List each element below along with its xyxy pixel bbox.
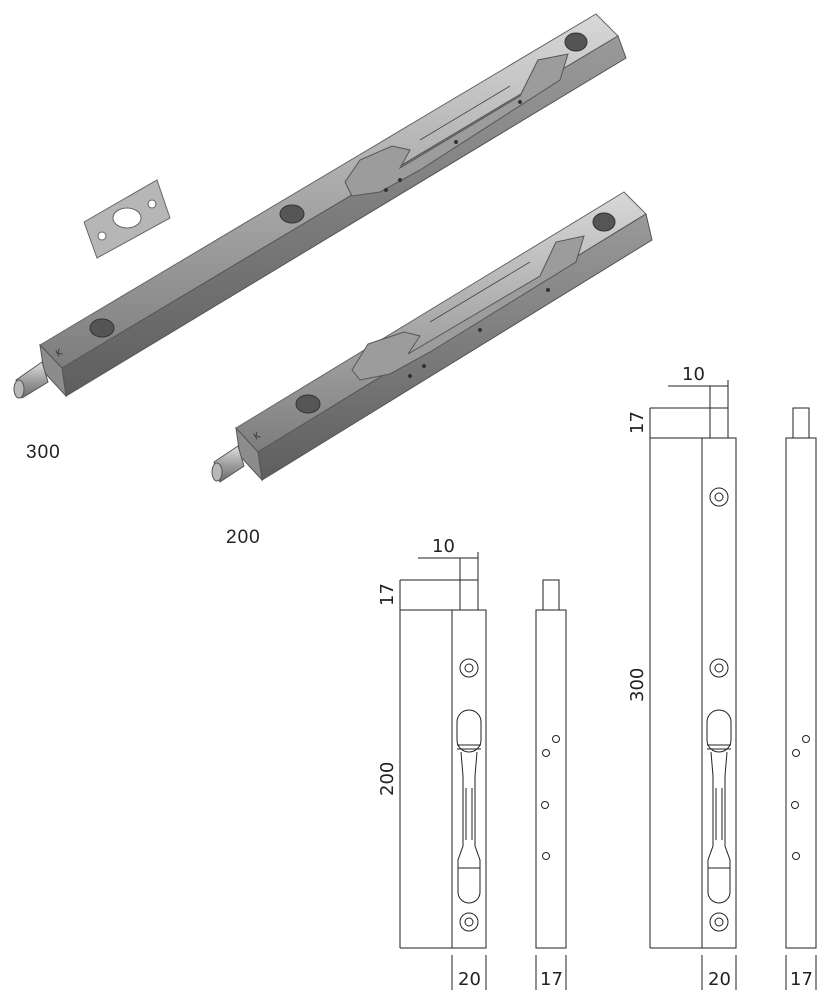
drawing-200-front-width: 20 [458,969,481,990]
drawing-300-pin-width: 10 [682,364,705,385]
drawing-200-side-width: 17 [540,969,563,990]
drawing-300-front-width: 20 [708,969,731,990]
bolt-200-pin [211,445,245,483]
drawing-200-side-view [535,579,567,949]
bolt-200-photo: K [211,191,653,483]
bolt-300-photo: K [13,13,627,399]
drawing-300-side-width: 17 [790,969,813,990]
drawing-200: 10 17 200 20 17 [377,536,567,990]
drawing-200-dimensions: 10 17 200 20 17 [377,536,567,990]
bolt-200-brand: K [252,430,263,442]
drawing-300-pin-offset: 17 [627,411,648,434]
drawing-200-pin-offset: 17 [377,583,398,606]
drawing-300-side-view [785,407,817,949]
bolt-300-brand: K [55,347,66,359]
drawing-200-pin-width: 10 [432,536,455,557]
bolt-300-size-label: 300 [26,442,61,463]
bolt-300-pin [13,361,49,399]
drawing-300: 10 17 300 20 17 [627,364,817,990]
bolt-200-size-label: 200 [226,527,261,548]
drawing-300-dimensions: 10 17 300 20 17 [627,364,817,990]
drawing-200-length: 200 [377,762,398,796]
drawing-300-length: 300 [627,668,648,702]
drawing-300-front-view [701,407,737,949]
strike-plate-photo [83,179,171,259]
drawing-200-front-view [451,579,487,949]
